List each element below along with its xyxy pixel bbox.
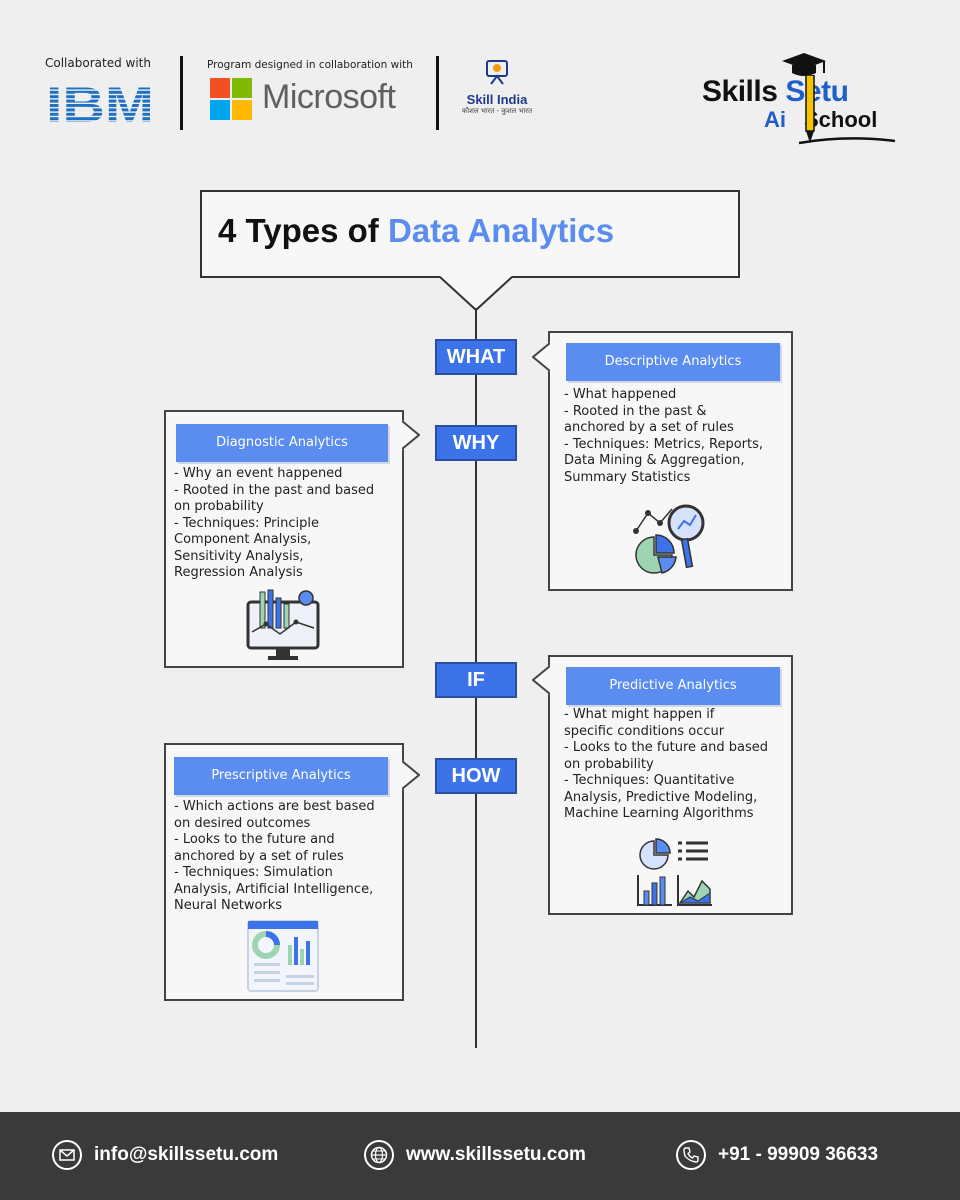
envelope-icon — [52, 1140, 82, 1170]
card-diagnostic: Diagnostic Analytics - Why an event happ… — [164, 410, 404, 668]
card-pointer — [402, 420, 420, 450]
header-divider — [436, 56, 439, 130]
card-line: Regression Analysis — [174, 565, 303, 580]
card-line: - What happened — [564, 387, 677, 402]
card-line: on probability — [564, 756, 654, 772]
brand-school: School — [804, 107, 878, 132]
card-line: anchored by a set of rules — [564, 420, 734, 435]
collaborated-label: Collaborated with — [45, 56, 151, 70]
footer-website[interactable]: www.skillssetu.com — [364, 1140, 586, 1170]
ibm-text: IBM — [46, 82, 154, 126]
card-heading: Prescriptive Analytics — [174, 757, 388, 795]
brand-skills: Skills — [702, 75, 778, 108]
card-heading: Diagnostic Analytics — [176, 424, 388, 462]
question-what: WHAT — [435, 339, 517, 375]
card-body: - Why an event happened - Rooted in the … — [174, 466, 374, 582]
page-title: 4 Types of Data Analytics — [218, 212, 614, 250]
card-prescriptive: Prescriptive Analytics - Which actions a… — [164, 743, 404, 1001]
graduation-cap-icon — [782, 53, 826, 76]
question-why: WHY — [435, 425, 517, 461]
card-line: - Which actions are best based — [174, 799, 375, 814]
card-pointer — [402, 760, 420, 790]
footer-phone[interactable]: +91 - 99909 36633 — [676, 1140, 878, 1170]
card-line: - Techniques: Metrics, Reports, — [564, 436, 764, 452]
title-box: 4 Types of Data Analytics — [200, 190, 740, 278]
card-line: anchored by a set of rules — [174, 848, 344, 864]
footer-email[interactable]: info@skillssetu.com — [52, 1140, 278, 1170]
title-part1: 4 Types of — [218, 212, 388, 249]
brand-setu: Setu — [785, 75, 849, 108]
card-line: Data Mining & Aggregation, — [564, 453, 745, 468]
card-line: - Techniques: Principle — [174, 515, 319, 531]
card-line: Summary Statistics — [564, 469, 691, 485]
underline-swoosh-icon — [798, 137, 896, 145]
card-line: - Why an event happened — [174, 466, 343, 481]
footer: info@skillssetu.com www.skillssetu.com +… — [0, 1112, 960, 1200]
website-text[interactable]: www.skillssetu.com — [406, 1144, 586, 1165]
card-line: Component Analysis, — [174, 532, 312, 547]
card-heading: Predictive Analytics — [566, 667, 780, 705]
card-line: - Looks to the future and — [174, 832, 335, 847]
program-label: Program designed in collaboration with — [207, 59, 413, 71]
phone-icon — [676, 1140, 706, 1170]
title-pointer — [440, 276, 512, 312]
title-highlight: Data Analytics — [387, 212, 615, 249]
card-line: Sensitivity Analysis, — [174, 548, 304, 564]
card-line: - Techniques: Quantitative — [564, 773, 735, 788]
card-line: - What might happen if — [564, 707, 715, 722]
card-heading: Descriptive Analytics — [566, 343, 780, 381]
microsoft-logo-icon — [210, 78, 252, 120]
header-divider — [180, 56, 183, 130]
card-line: - Rooted in the past and based — [174, 482, 375, 498]
ibm-logo: IBM — [46, 82, 154, 126]
card-line: Neural Networks — [174, 898, 283, 913]
card-body: - What happened - Rooted in the past & a… — [564, 387, 763, 486]
skill-india-emblem-icon — [486, 60, 508, 85]
email-text[interactable]: info@skillssetu.com — [94, 1144, 279, 1165]
card-line: specific conditions occur — [564, 723, 725, 739]
card-pointer — [532, 342, 550, 372]
card-line: on desired outcomes — [174, 815, 311, 831]
dashboard-report-icon — [247, 920, 319, 992]
card-body: - What might happen if specific conditio… — [564, 707, 768, 823]
card-line: Machine Learning Algorithms — [564, 806, 754, 821]
card-line: Analysis, Artificial Intelligence, — [174, 881, 374, 897]
card-predictive: Predictive Analytics - What might happen… — [548, 655, 793, 915]
card-descriptive: Descriptive Analytics - What happened - … — [548, 331, 793, 591]
brand-ai: Ai — [764, 107, 786, 132]
card-body: - Which actions are best based on desire… — [174, 799, 375, 915]
skill-india-logo: Skill India कौशल भारत - कुशल भारत — [458, 58, 536, 116]
question-how: HOW — [435, 758, 517, 794]
card-line: - Rooted in the past & — [564, 403, 707, 419]
card-line: - Techniques: Simulation — [174, 865, 333, 880]
skill-india-name: Skill India — [466, 92, 528, 107]
card-line: on probability — [174, 499, 264, 514]
pencil-icon — [805, 75, 815, 143]
report-charts-icon — [637, 838, 712, 906]
phone-text[interactable]: +91 - 99909 36633 — [718, 1144, 879, 1165]
card-line: - Looks to the future and based — [564, 740, 769, 755]
magnifier-chart-icon — [633, 504, 705, 574]
monitor-chart-icon — [246, 589, 320, 660]
globe-icon — [364, 1140, 394, 1170]
skill-india-tagline: कौशल भारत - कुशल भारत — [461, 107, 533, 115]
card-line: Analysis, Predictive Modeling, — [564, 789, 758, 805]
microsoft-wordmark: Microsoft — [262, 78, 396, 116]
question-if: IF — [435, 662, 517, 698]
card-pointer — [532, 665, 550, 695]
